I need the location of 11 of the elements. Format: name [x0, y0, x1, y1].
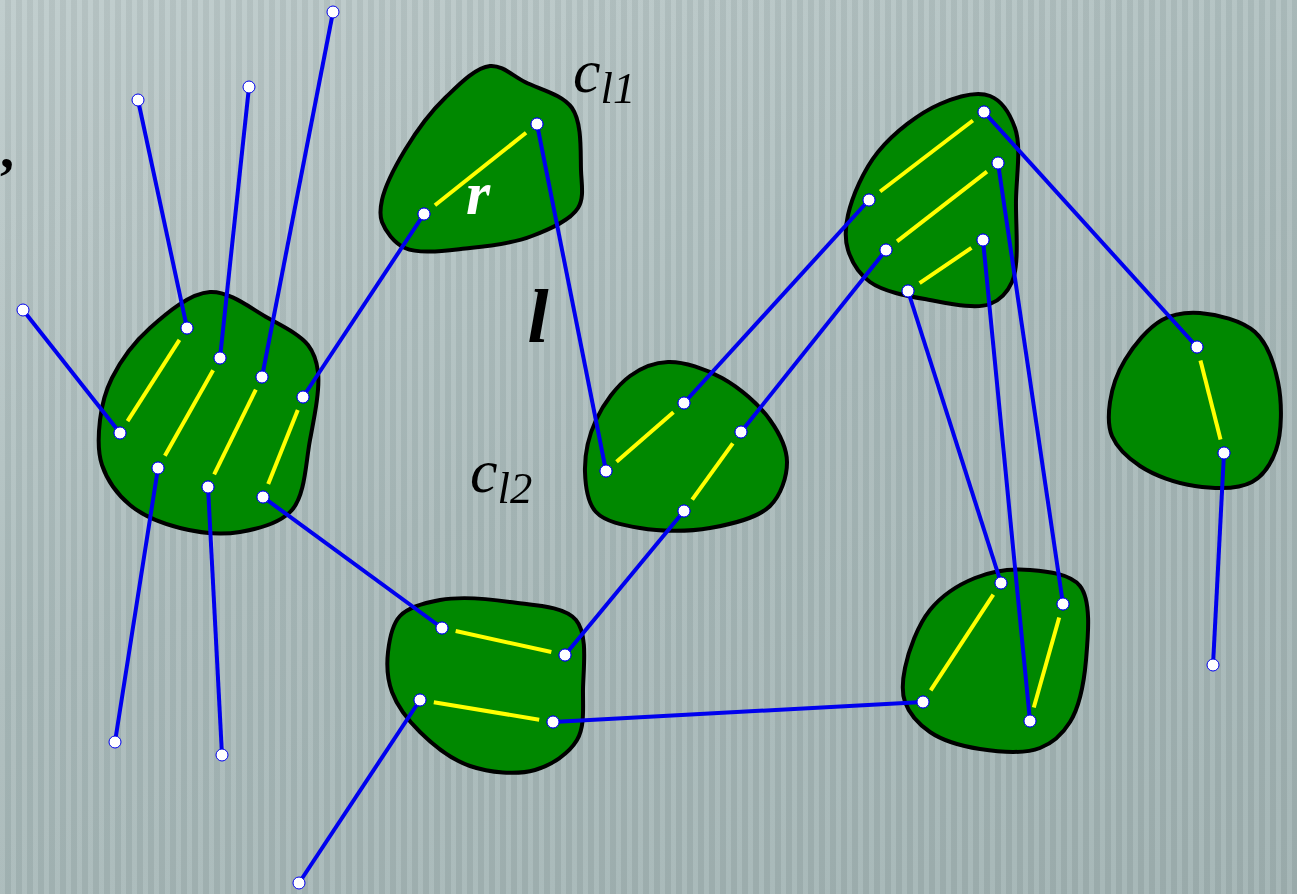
cluster-blob	[845, 93, 1019, 307]
cluster-name: c$_{l2}$	[470, 440, 533, 511]
cluster-blob	[582, 359, 790, 531]
punctuation-mark: ,	[0, 120, 14, 176]
cluster-blob	[97, 289, 321, 535]
cluster-blob	[902, 567, 1089, 752]
cluster-blob	[385, 597, 586, 773]
cluster-label: r	[466, 162, 491, 224]
edge-label: l	[527, 277, 549, 354]
cluster-name: c$_{l1}$	[573, 40, 636, 111]
cluster-blob	[1107, 310, 1281, 489]
